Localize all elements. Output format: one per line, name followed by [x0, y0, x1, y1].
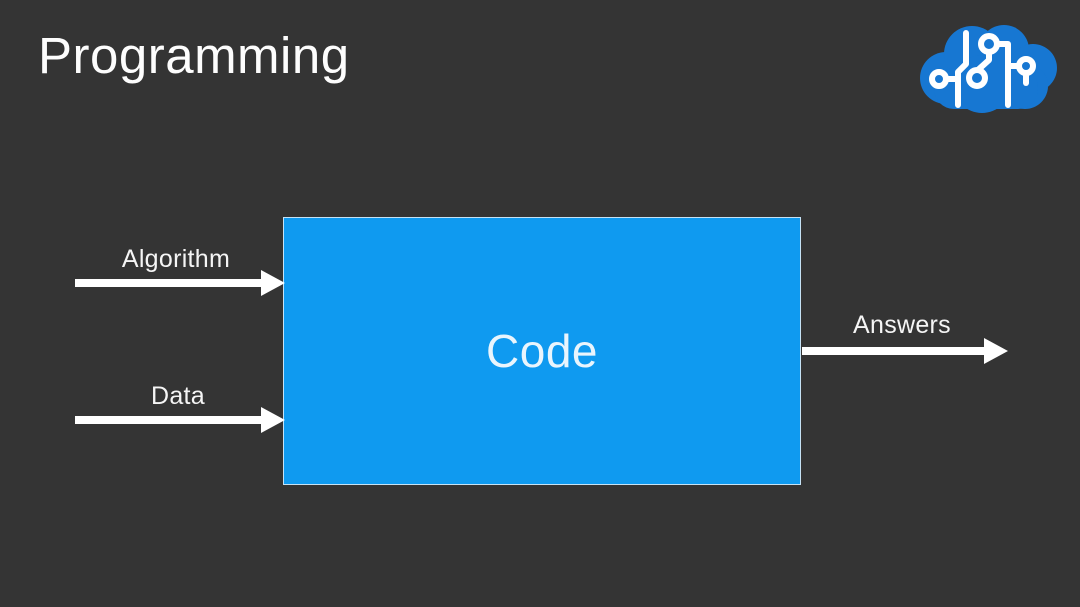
code-node: Code — [283, 217, 801, 485]
output-label-answers: Answers — [853, 311, 951, 339]
page-title: Programming — [38, 27, 350, 84]
brain-circuit-svg — [920, 25, 1057, 113]
arrow-algorithm-to-code — [75, 270, 285, 296]
arrow-data-to-code — [75, 407, 285, 433]
code-node-label: Code — [486, 325, 598, 377]
circuit-traces — [929, 30, 1036, 108]
arrow-code-to-answers — [802, 338, 1008, 364]
brain-circuit-icon — [906, 16, 1066, 118]
input-label-algorithm: Algorithm — [121, 245, 231, 273]
input-label-data: Data — [150, 382, 205, 410]
